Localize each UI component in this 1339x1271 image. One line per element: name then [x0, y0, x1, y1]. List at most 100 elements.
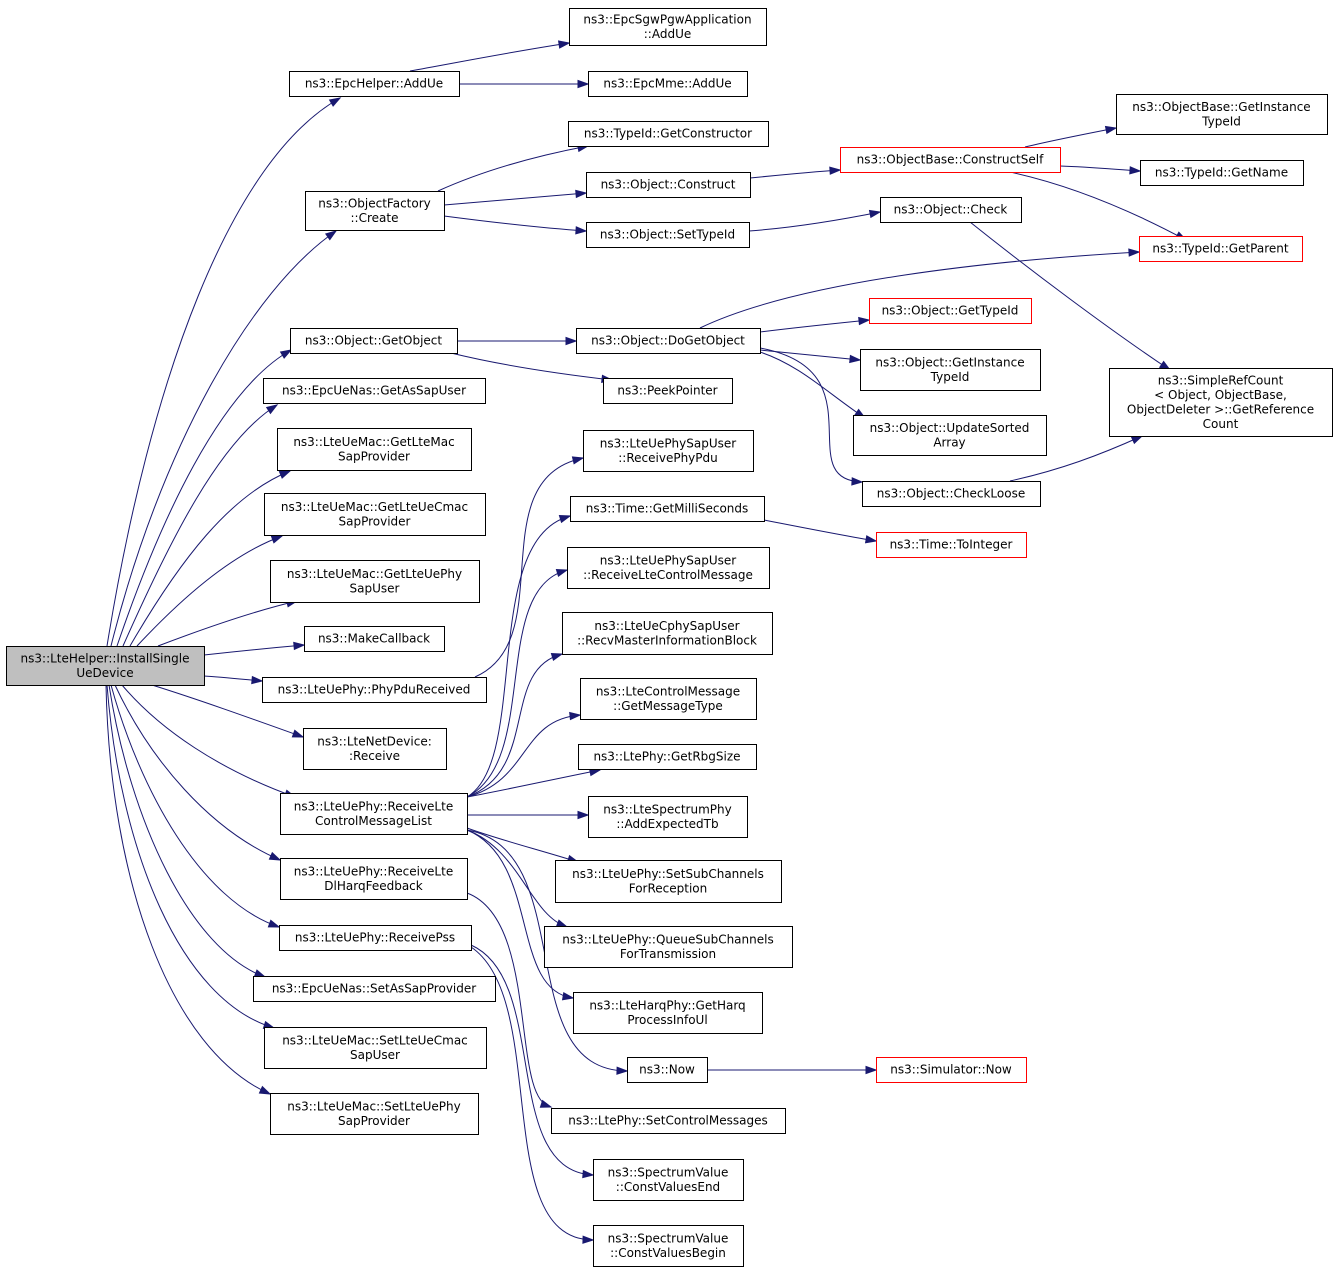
node-box: [880, 197, 1022, 223]
node-object-checkloose[interactable]: ns3::Object::CheckLoose: [862, 481, 1041, 507]
node-label: ns3::ObjectBase::GetInstance: [1132, 100, 1310, 114]
edge-line: [106, 684, 275, 1029]
node-ltephy-getrbgsize[interactable]: ns3::LtePhy::GetRbgSize: [578, 744, 757, 770]
node-lteuephy-receivepss[interactable]: ns3::LteUePhy::ReceivePss: [279, 925, 472, 951]
node-label: DlHarqFeedback: [324, 879, 422, 893]
node-box: [290, 328, 458, 354]
edge-line: [1059, 165, 1141, 172]
node-spectrumvalue-constvaluesbegin[interactable]: ns3::SpectrumValue::ConstValuesBegin: [593, 1225, 744, 1267]
edge-line: [116, 349, 292, 647]
node-ltephy-setcontrolmessages[interactable]: ns3::LtePhy::SetControlMessages: [551, 1108, 786, 1134]
edge-arrowhead: [582, 1235, 595, 1244]
node-typeid-getname[interactable]: ns3::TypeId::GetName: [1140, 160, 1304, 186]
edge-lteuephy_phypdureceived-to-lteuephysapuser_receivephypdu: [474, 456, 585, 678]
node-label: ForReception: [629, 881, 708, 895]
node-box: [264, 493, 486, 536]
node-box: [853, 415, 1047, 456]
node-box: [1139, 236, 1303, 262]
node-object-gettypeid[interactable]: ns3::Object::GetTypeId: [869, 298, 1032, 324]
edge-line: [129, 470, 291, 647]
node-typeid-getparent[interactable]: ns3::TypeId::GetParent: [1139, 236, 1303, 262]
edge-object_getobject-to-object_dogetobject: [457, 336, 578, 346]
node-label: ns3::LteUePhy::ReceivePss: [295, 931, 455, 945]
node-box: [1109, 368, 1333, 437]
node-label: ns3::Object::GetInstance: [875, 355, 1024, 369]
node-object-construct[interactable]: ns3::Object::Construct: [586, 172, 751, 198]
edge-root-to-makecallback: [203, 641, 306, 656]
node-now[interactable]: ns3::Now: [627, 1057, 708, 1083]
edge-lteuephy_receivectrlmsglist-to-lteharqphy_getharqprocessinfoul: [466, 829, 575, 1001]
node-label: ns3::LteUePhySapUser: [600, 436, 736, 450]
node-simulator-now[interactable]: ns3::Simulator::Now: [876, 1057, 1027, 1083]
edge-arrowhead: [829, 166, 842, 175]
node-ltecontrolmessage-getmessagetype[interactable]: ns3::LteControlMessage::GetMessageType: [580, 678, 757, 720]
node-label: ns3::MakeCallback: [318, 632, 430, 646]
node-objectfactory-create[interactable]: ns3::ObjectFactory::Create: [305, 191, 445, 231]
node-simplerefcount[interactable]: ns3::SimpleRefCount< Object, ObjectBase,…: [1109, 368, 1333, 437]
node-ltenetdevice-receive[interactable]: ns3::LteNetDevice::Receive: [303, 728, 447, 770]
node-box: [551, 1108, 786, 1134]
edge-object_settypeid-to-object_check: [748, 209, 882, 232]
node-typeid-getconstructor[interactable]: ns3::TypeId::GetConstructor: [568, 121, 769, 147]
node-epcuenas-getassapuser[interactable]: ns3::EpcUeNas::GetAsSapUser: [263, 378, 486, 404]
edge-line: [105, 684, 271, 1095]
node-lteuephy-phypdureceived[interactable]: ns3::LteUePhy::PhyPduReceived: [262, 677, 487, 703]
edge-arrowhead: [270, 535, 284, 544]
node-object-dogetobject[interactable]: ns3::Object::DoGetObject: [576, 328, 761, 354]
node-lteuephysapuser-receivephypdu[interactable]: ns3::LteUePhySapUser::ReceivePhyPdu: [583, 430, 754, 472]
node-epchelper-addue[interactable]: ns3::EpcHelper::AddUe: [289, 71, 460, 97]
node-label: ::GetMessageType: [613, 699, 723, 713]
edge-arrowhead: [575, 226, 588, 235]
node-label: ns3::Simulator::Now: [890, 1063, 1012, 1077]
node-lteuephy-receivectrlmsglist[interactable]: ns3::LteUePhy::ReceiveLteControlMessageL…: [280, 793, 468, 835]
node-label: ns3::EpcSgwPgwApplication: [583, 12, 751, 26]
node-object-getobject[interactable]: ns3::Object::GetObject: [290, 328, 458, 354]
node-sgw-addue[interactable]: ns3::EpcSgwPgwApplication::AddUe: [569, 8, 767, 46]
node-time-getmilliseconds[interactable]: ns3::Time::GetMilliSeconds: [570, 496, 765, 522]
node-label: ns3::ObjectFactory: [318, 196, 431, 210]
edge-line: [450, 352, 613, 381]
node-lteuephysapuser-receivectrl[interactable]: ns3::LteUePhySapUser::ReceiveLteControlM…: [567, 547, 770, 589]
edge-line: [466, 653, 563, 798]
edge-arrowhead: [251, 675, 264, 685]
node-spectrumvalue-constvaluesend[interactable]: ns3::SpectrumValue::ConstValuesEnd: [593, 1159, 744, 1201]
node-time-tointeger[interactable]: ns3::Time::ToInteger: [876, 532, 1027, 558]
node-lteuephy-queuesubchannels[interactable]: ns3::LteUePhy::QueueSubChannelsForTransm…: [544, 926, 793, 968]
node-box: [876, 532, 1027, 558]
node-lteuephy-setsubchannels[interactable]: ns3::LteUePhy::SetSubChannelsForReceptio…: [555, 860, 782, 903]
node-object-check[interactable]: ns3::Object::Check: [880, 197, 1022, 223]
node-lteuecphysapuser-recvmib[interactable]: ns3::LteUeCphySapUser::RecvMasterInforma…: [562, 612, 773, 655]
edge-object_dogetobject-to-object_gettypeid: [759, 316, 871, 333]
edge-arrowhead: [577, 810, 590, 820]
node-objectbase-constructself[interactable]: ns3::ObjectBase::ConstructSelf: [840, 147, 1061, 173]
node-label: ::RecvMasterInformationBlock: [577, 633, 757, 647]
node-box: [593, 1159, 744, 1201]
node-label: Array: [933, 435, 965, 449]
node-makecallback[interactable]: ns3::MakeCallback: [304, 626, 445, 652]
node-mme-addue[interactable]: ns3::EpcMme::AddUe: [588, 71, 748, 97]
node-ltespectrumphy-addexpectedtb[interactable]: ns3::LteSpectrumPhy::AddExpectedTb: [588, 796, 748, 838]
edge-line: [759, 319, 870, 333]
edge-arrowhead: [565, 336, 578, 346]
node-box: [555, 860, 782, 903]
edge-arrowhead: [575, 189, 588, 199]
node-object-settypeid[interactable]: ns3::Object::SetTypeId: [586, 222, 750, 248]
call-nodes: ns3::LteHelper::InstallSingleUeDevicens3…: [6, 8, 1333, 1267]
node-label: ns3::Object::Check: [894, 203, 1008, 217]
node-epcuenas-setassapprovider[interactable]: ns3::EpcUeNas::SetAsSapProvider: [253, 976, 496, 1002]
node-peekpointer[interactable]: ns3::PeekPointer: [603, 378, 733, 404]
node-box: [570, 496, 765, 522]
edge-root-to-lteuephy_receivedlharq: [114, 684, 282, 861]
node-box: [1140, 160, 1304, 186]
